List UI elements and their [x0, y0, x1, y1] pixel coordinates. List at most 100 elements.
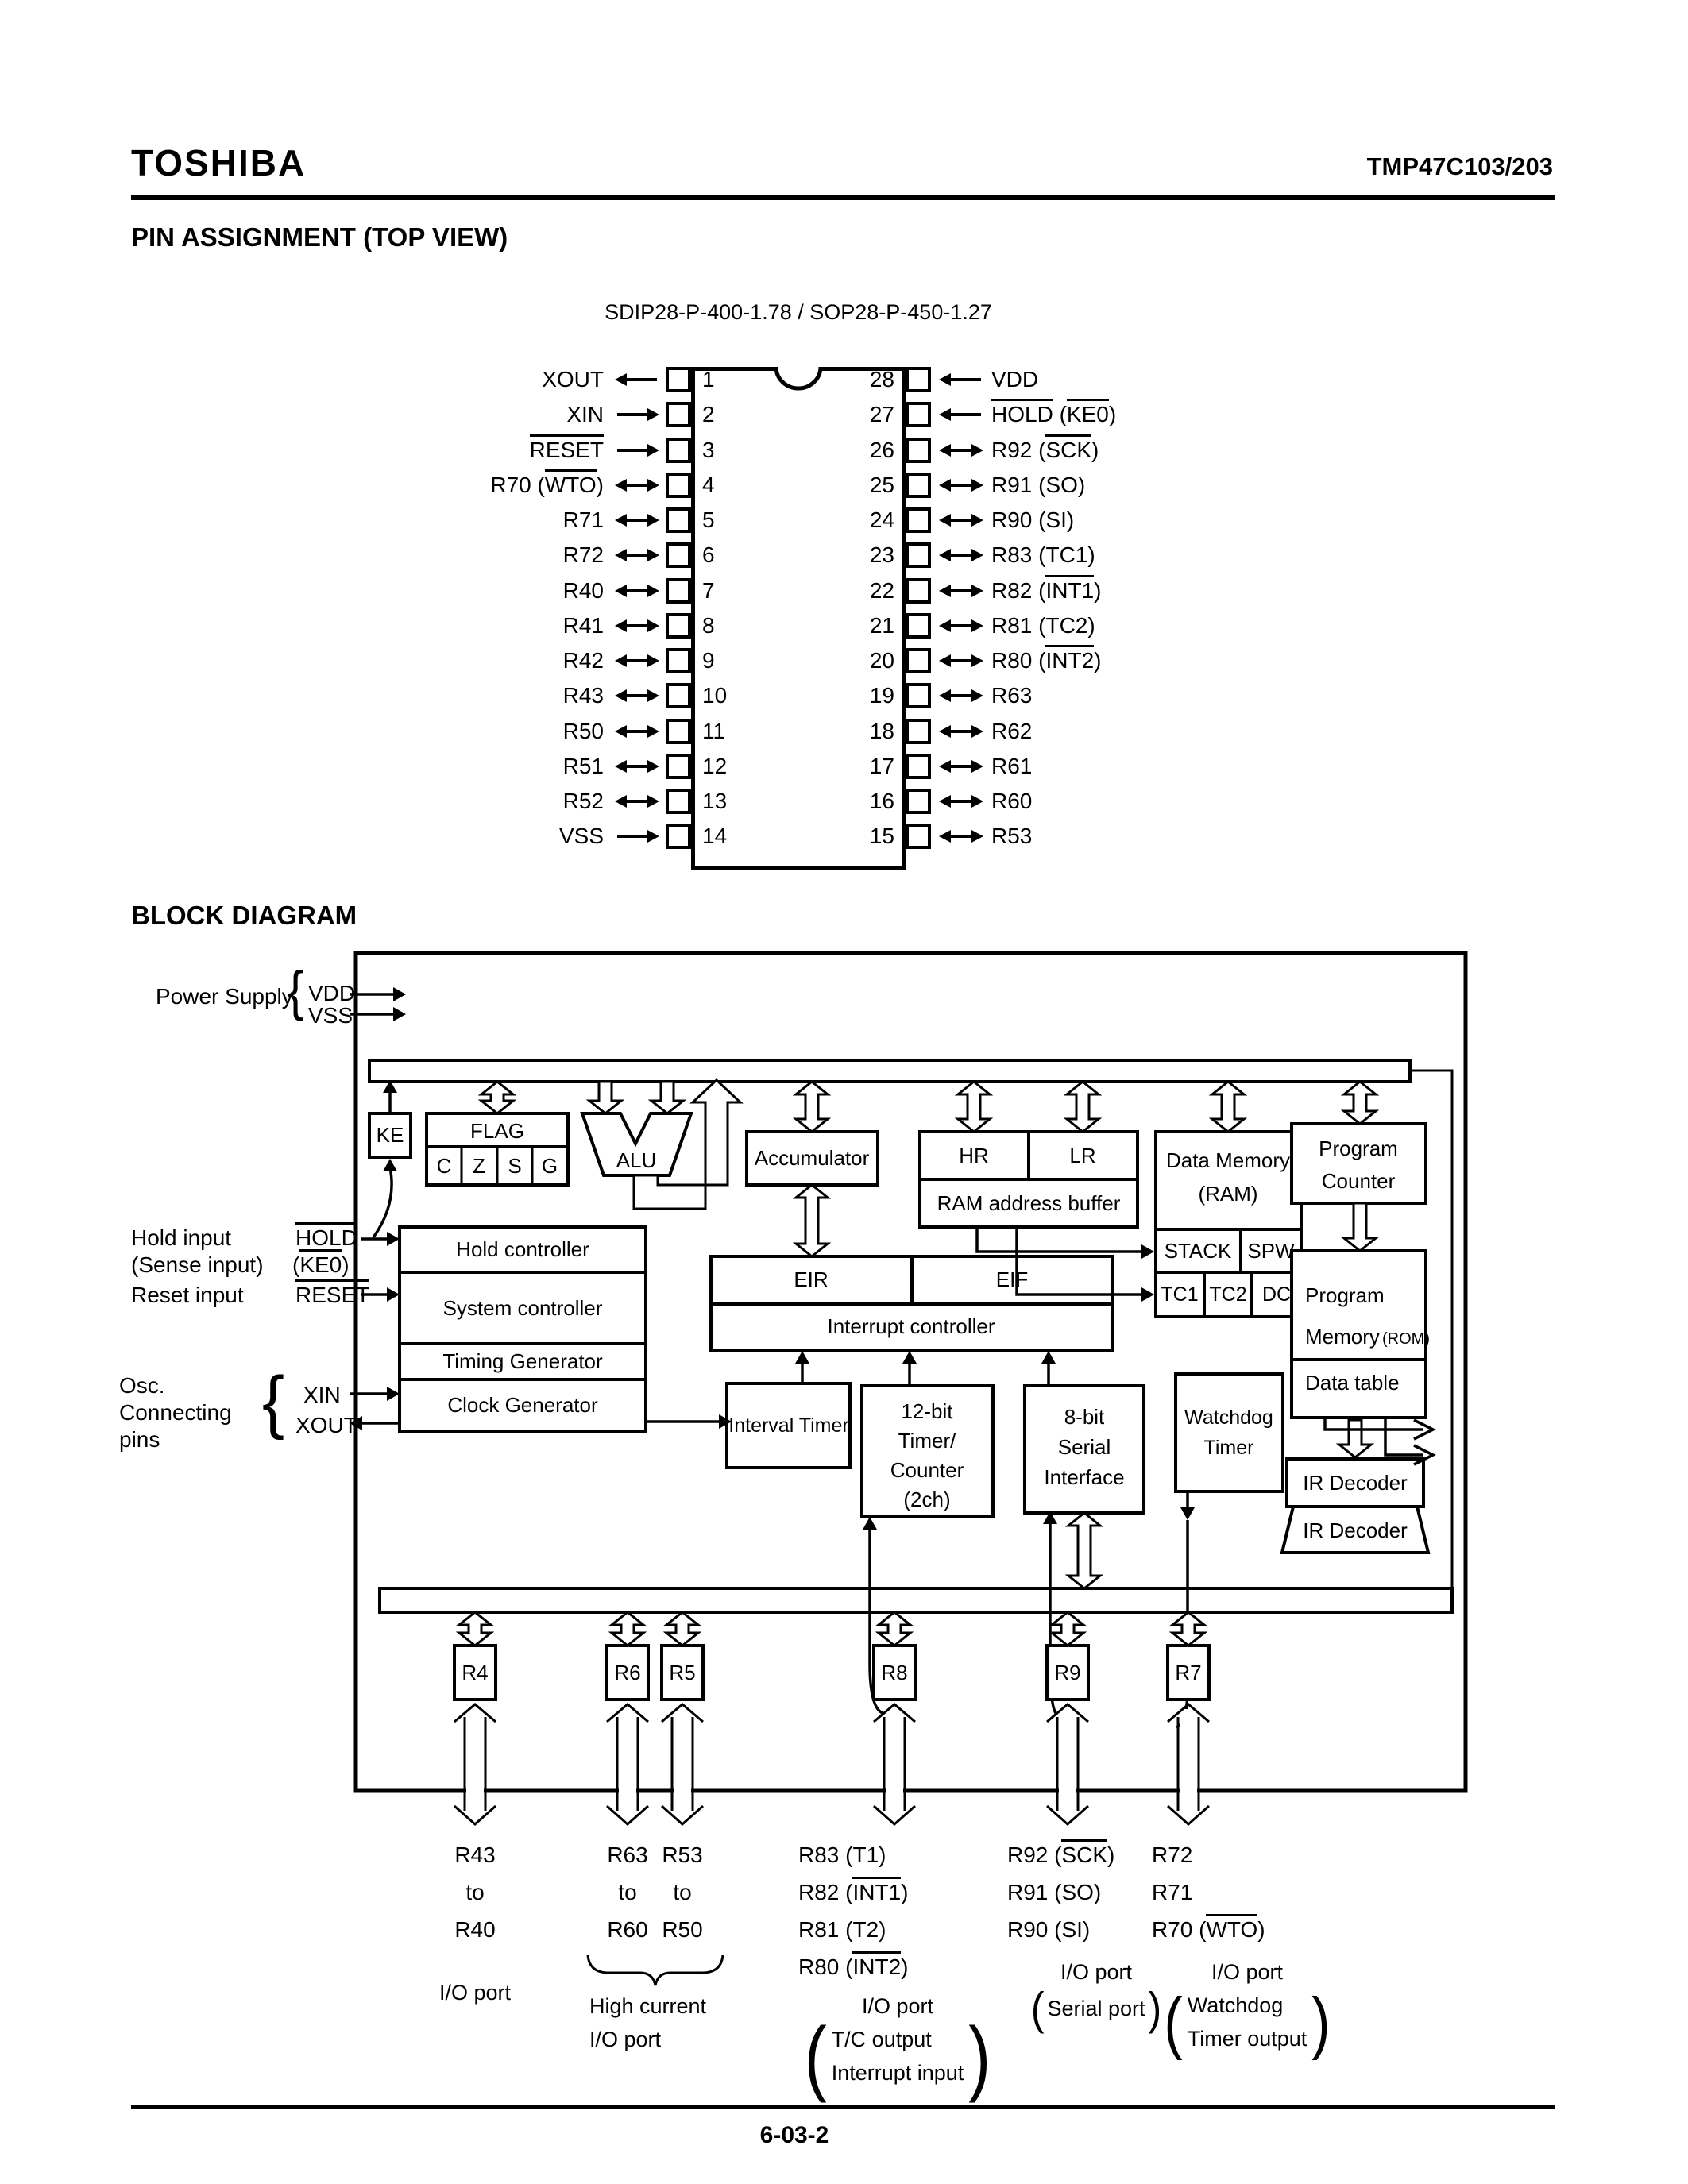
r7-caption: I/O port ( Watchdog Timer output ) — [1132, 1955, 1362, 2057]
pin-pad-11 — [666, 718, 691, 744]
pin-number: 16 — [869, 789, 894, 813]
data-memory-label: Data Memory — [1166, 1148, 1290, 1172]
r8-caption-line-2: Interrupt input — [831, 2061, 964, 2085]
output-arrow-icon — [615, 373, 657, 386]
system-controller-block — [398, 1271, 647, 1345]
program-memory-label-1: Program — [1305, 1283, 1385, 1307]
port-pin-line: R92 (SCK) — [1007, 1836, 1190, 1873]
r9-caption-line-1: Serial port — [1047, 1997, 1145, 2020]
port-pin-line: R60 — [607, 1917, 648, 1942]
pin-pad-20 — [906, 648, 931, 673]
pin-pad-4 — [666, 472, 691, 498]
pin-number: 11 — [702, 718, 726, 743]
pin-number: 26 — [869, 437, 894, 462]
port-pin-line: R81 (T2) — [798, 1917, 886, 1942]
interrupt-controller-label: Interrupt controller — [828, 1314, 995, 1338]
vss-label: VSS — [308, 1003, 353, 1028]
flag-g: G — [542, 1154, 558, 1178]
pin-label: R61 — [991, 753, 1033, 778]
open-arrow-heads — [1413, 1418, 1436, 1466]
rom-label: (ROM) — [1382, 1330, 1430, 1348]
bidirectional-arrow-icon — [939, 514, 983, 527]
pin-label: RESET — [254, 434, 604, 464]
pin-pad-5 — [666, 507, 691, 533]
pin-pad-25 — [906, 472, 931, 498]
pin-pad-17 — [906, 753, 931, 779]
bidirectional-arrow-icon — [939, 584, 983, 597]
timer12-label-2: Timer/ — [898, 1429, 956, 1453]
port-r6: R6 — [614, 1661, 640, 1684]
flag-block — [425, 1112, 570, 1148]
pin-number: 15 — [869, 824, 894, 849]
pin-number: 24 — [869, 507, 894, 532]
pin-pad-28 — [906, 367, 931, 392]
pin-label: R53 — [991, 824, 1033, 849]
pin-label: R62 — [991, 718, 1033, 743]
pin-label: HOLD (KE0) — [991, 399, 1404, 428]
chip-outline — [353, 951, 1468, 1793]
stack-label: STACK — [1165, 1239, 1232, 1263]
pin-label: R51 — [562, 753, 604, 778]
port-r5: R5 — [669, 1661, 695, 1684]
pin-number: 3 — [702, 437, 715, 462]
timer12-label-3: Counter — [890, 1458, 964, 1482]
pin-pad-15 — [906, 824, 931, 850]
vdd-label: VDD — [308, 981, 356, 1005]
page-number: 6-03-2 — [759, 2122, 829, 2148]
pin-number: 17 — [869, 753, 894, 778]
bidirectional-arrow-icon — [939, 619, 983, 632]
ram-address-buffer-label: RAM address buffer — [937, 1191, 1121, 1215]
high-current-caption-1: High current — [589, 1994, 707, 2018]
pin-number: 4 — [702, 472, 715, 497]
input-arrow-icon — [617, 443, 659, 457]
spw-label: SPW — [1247, 1239, 1295, 1263]
xout-label: XOUT — [295, 1413, 357, 1437]
flag-s: S — [508, 1154, 521, 1178]
r7-caption-title: I/O port — [1211, 1960, 1284, 1984]
right-paren: ) — [968, 2009, 991, 2103]
main-bus — [368, 1059, 1412, 1083]
section-title-block-diagram: BLOCK DIAGRAM — [131, 901, 357, 930]
port-pin-line: R53 — [662, 1843, 703, 1867]
right-paren: ) — [1148, 1982, 1162, 2035]
port-pin-line: R40 — [454, 1917, 496, 1942]
watchdog-label-2: Timer — [1204, 1437, 1254, 1459]
pin-number: 22 — [869, 577, 894, 603]
pin-label: R42 — [562, 648, 604, 673]
xin-label: XIN — [303, 1383, 341, 1407]
pin-label: R91 (SO) — [991, 472, 1086, 497]
pin-number: 19 — [869, 683, 894, 708]
arrow-heads — [350, 987, 1195, 1530]
input-arrow-icon — [617, 408, 659, 422]
port-io-channels — [454, 1703, 1210, 1827]
port-pin-line: R82 (INT1) — [798, 1873, 997, 1911]
port-pin-line: R70 (WTO) — [1152, 1911, 1319, 1948]
bidirectional-arrow-icon — [939, 795, 983, 808]
data-table-label: Data table — [1305, 1371, 1400, 1395]
pin-label: XIN — [566, 402, 604, 427]
bidirectional-arrow-icon — [939, 724, 983, 738]
pin-label: R70 (WTO) — [254, 469, 604, 499]
bidirectional-arrow-icon — [615, 619, 659, 632]
pin-label: R82 (INT1) — [991, 574, 1404, 604]
program-counter-label-1: Program — [1319, 1136, 1398, 1160]
bidirectional-arrow-icon — [939, 689, 983, 703]
package-label: SDIP28-P-400-1.78 / SOP28-P-450-1.27 — [605, 300, 992, 324]
high-current-brace — [586, 1954, 724, 1986]
input-arrow-icon — [939, 408, 981, 422]
ir-decoder-block-2 — [1280, 1505, 1431, 1554]
bidirectional-arrow-icon — [615, 759, 659, 773]
pin-label: R41 — [562, 612, 604, 638]
lr-block — [1027, 1130, 1139, 1181]
serial-label-3: Interface — [1044, 1465, 1124, 1489]
pin-pad-10 — [666, 683, 691, 709]
toshiba-logo: TOSHIBA — [131, 142, 307, 183]
pin-number: 23 — [869, 542, 894, 568]
r8-caption-title: I/O port — [861, 1994, 934, 2018]
reset-signal-label: RESET — [295, 1279, 370, 1309]
watchdog-timer-block — [1174, 1372, 1284, 1493]
high-current-caption-2: I/O port — [589, 2028, 662, 2051]
